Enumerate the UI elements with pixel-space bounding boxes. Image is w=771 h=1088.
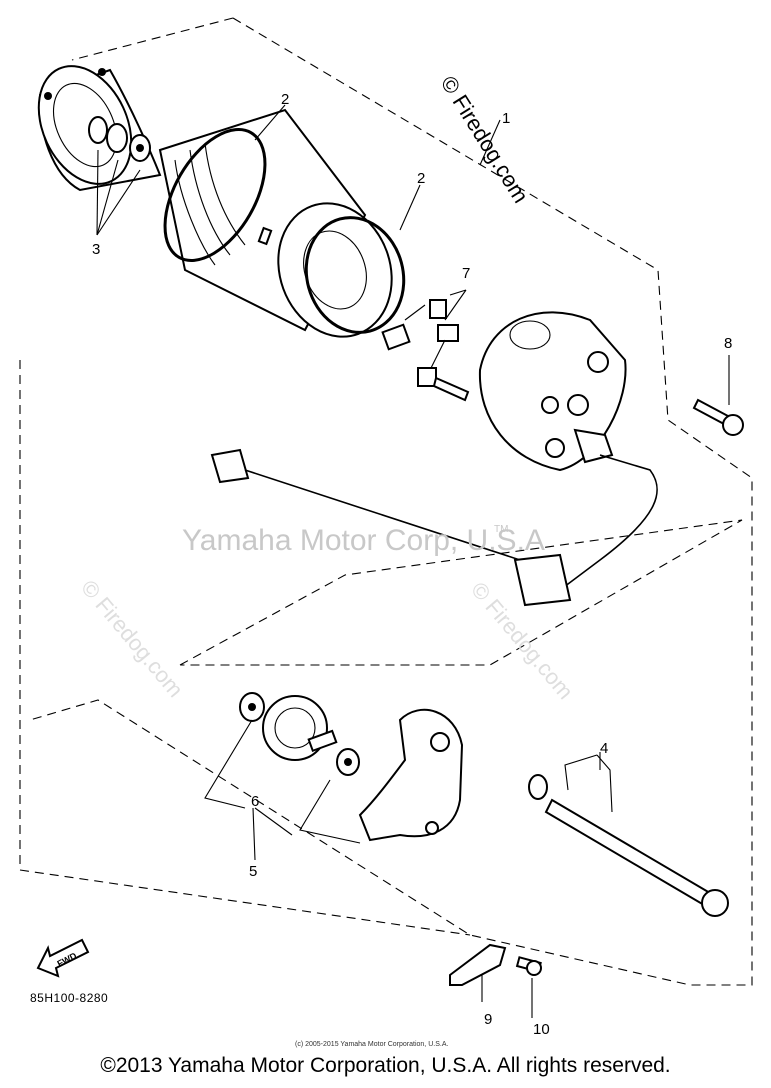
callout-2-upper: 2	[281, 91, 289, 108]
footer-copyright: ©2013 Yamaha Motor Corporation, U.S.A. A…	[100, 1054, 671, 1077]
assembly-outline	[29, 17, 753, 986]
callout-4: 4	[600, 740, 608, 757]
bracket-9	[449, 943, 507, 986]
long-bolt	[544, 798, 729, 917]
brush-set	[381, 299, 470, 402]
direction-arrow: FWD	[36, 938, 90, 978]
callout-8: 8	[724, 335, 732, 352]
callout-10: 10	[533, 1021, 550, 1038]
assembly-outline-mid	[179, 519, 743, 666]
watermark-tm: TM	[494, 524, 508, 535]
bolt-10	[515, 956, 542, 976]
assembly-outline-lower	[19, 360, 471, 936]
leader-lines	[96, 104, 730, 1018]
callout-3: 3	[92, 241, 100, 258]
callout-2-lower: 2	[417, 170, 425, 187]
diagram-code: 85H100-8280	[30, 991, 108, 1005]
watermark-main: Yamaha Motor Corp, U.S.A	[182, 524, 545, 557]
watermark-faint-left: © Firedog.com	[76, 575, 188, 702]
callout-5: 5	[249, 863, 257, 880]
assembly-outline-left	[71, 17, 234, 61]
o-ring-rear	[163, 128, 267, 262]
callout-9: 9	[484, 1011, 492, 1028]
idle-gear	[262, 695, 338, 761]
washer-4	[528, 774, 548, 800]
callout-1: 1	[502, 110, 510, 127]
starter-yoke	[158, 108, 393, 338]
starter-front-cover	[478, 311, 627, 472]
lead-wire	[210, 448, 658, 607]
gear-housing	[358, 708, 464, 842]
o-ring-front	[304, 216, 406, 334]
washer-set	[88, 116, 151, 162]
callout-7: 7	[462, 265, 470, 282]
screw-8	[692, 398, 744, 436]
small-copyright: (c) 2005-2015 Yamaha Motor Corporation, …	[295, 1041, 448, 1048]
callout-6: 6	[251, 793, 259, 810]
watermark-corner: © Firedog.com	[436, 71, 534, 207]
